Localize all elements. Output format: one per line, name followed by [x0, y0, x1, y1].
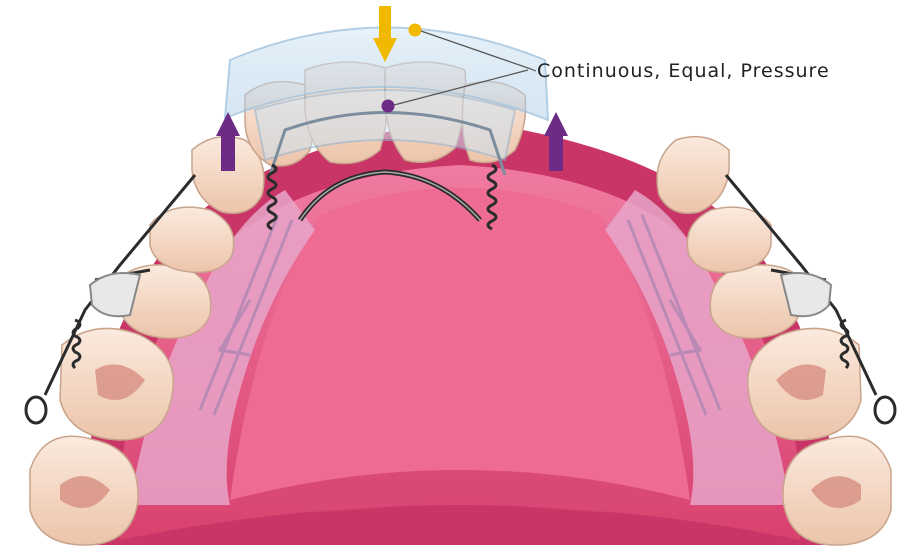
canine-right	[657, 137, 729, 214]
loop-hook-left	[26, 397, 46, 423]
callout-dot-purple	[382, 100, 395, 113]
callout-label: Continuous, Equal, Pressure	[537, 60, 830, 82]
premolar-right-2	[687, 207, 771, 272]
loop-hook-right	[875, 397, 895, 423]
callout-dot-yellow	[409, 24, 422, 37]
premolar-left-2	[150, 207, 234, 272]
